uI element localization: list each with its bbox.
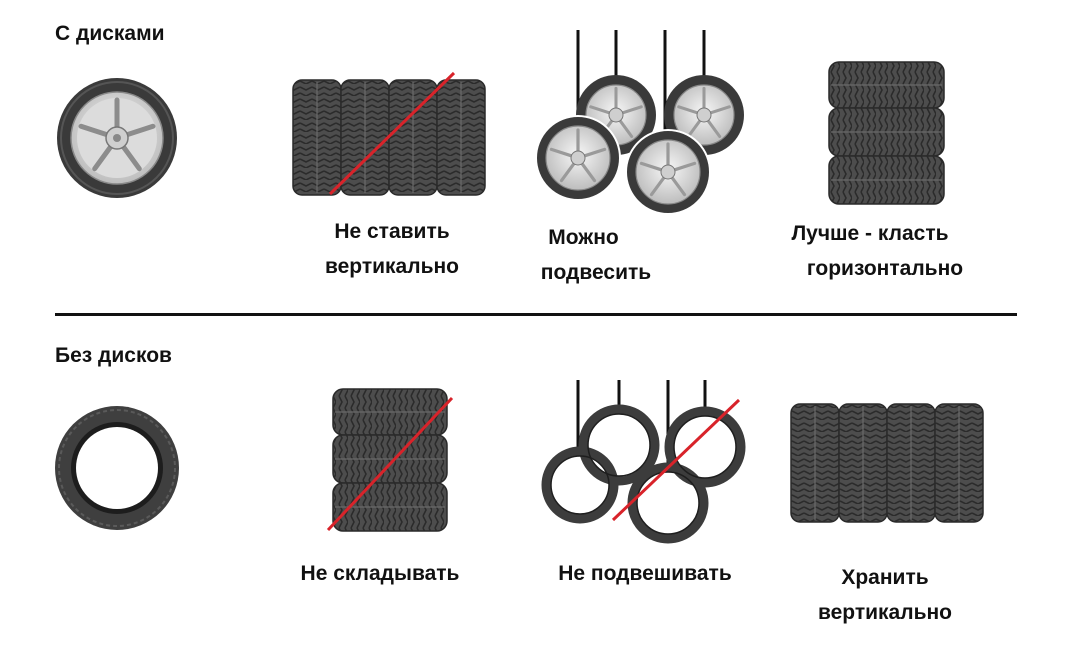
- strike-line: [328, 71, 456, 196]
- caption-line: горизонтально: [806, 257, 964, 280]
- section-title-with-rims: С дисками: [55, 22, 165, 45]
- caption-line: подвесить: [540, 261, 652, 284]
- hanging-wheels-icon: [541, 380, 746, 544]
- caption-do-not-hang: Не подвешивать: [530, 556, 760, 591]
- caption-better-lay-flat: Лучше - класть горизонтально: [775, 216, 995, 286]
- section-title-without-rims: Без дисков: [55, 344, 172, 367]
- caption-do-not-stack: Не складывать: [280, 556, 480, 591]
- caption-line: вертикально: [324, 255, 459, 278]
- stacked-tires-icon: [828, 61, 945, 205]
- caption-can-hang: Можно подвесить: [496, 220, 696, 290]
- hanging-wheels-icon: [535, 30, 744, 215]
- caption-line: Лучше - класть: [791, 222, 949, 245]
- caption-store-upright: Хранить вертикально: [785, 560, 985, 630]
- tire-without-rim-icon: [55, 406, 179, 530]
- caption-line: Не ставить: [334, 220, 450, 243]
- caption-line: Хранить: [841, 566, 929, 589]
- caption-line: Можно: [548, 226, 619, 249]
- upright-tires-icon: [292, 79, 486, 196]
- caption-line: Не подвешивать: [558, 562, 732, 585]
- stacked-tires-icon: [332, 388, 448, 532]
- caption-line: вертикально: [817, 601, 952, 624]
- strike-line: [326, 396, 454, 532]
- section-divider: [55, 313, 1017, 316]
- caption-line: Не складывать: [300, 562, 460, 585]
- caption-do-not-stand-upright: Не ставить вертикально: [292, 214, 492, 284]
- strike-line: [611, 398, 741, 522]
- wheel-with-rim-icon: [57, 78, 177, 198]
- upright-tires-icon: [790, 403, 984, 523]
